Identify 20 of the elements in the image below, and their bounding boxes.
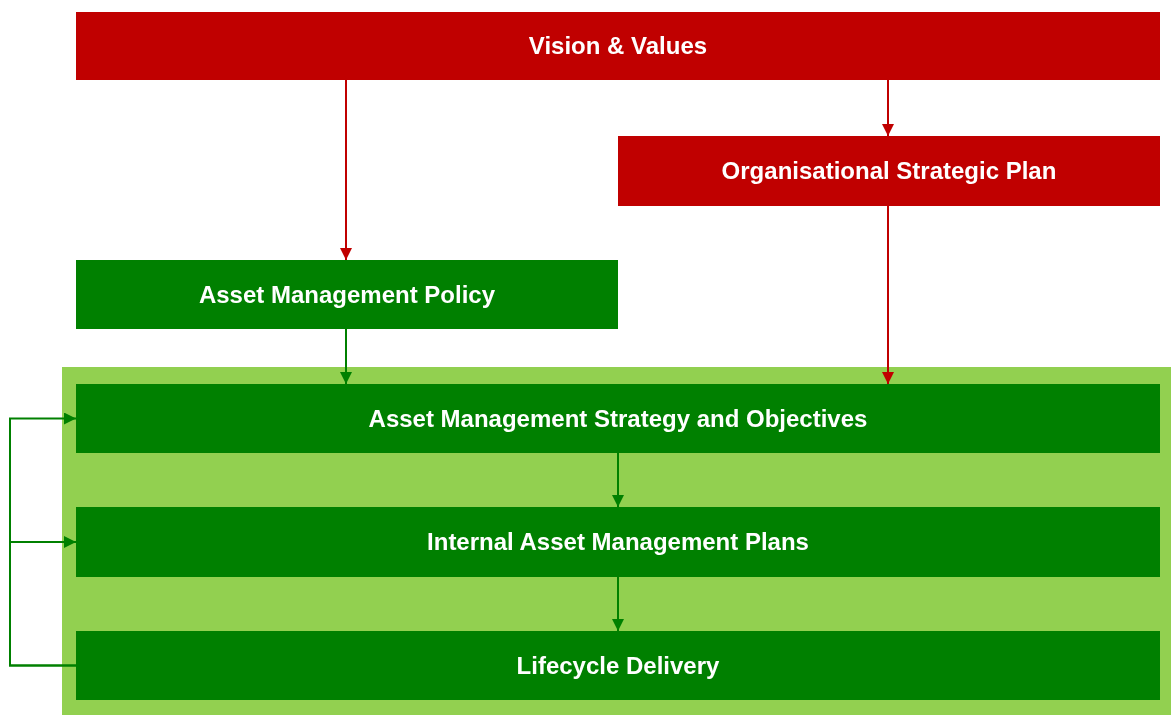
arrow bbox=[340, 79, 352, 261]
process-box bbox=[76, 260, 618, 329]
arrow bbox=[612, 576, 624, 632]
process-box bbox=[618, 136, 1160, 206]
process-box bbox=[76, 384, 1160, 453]
arrow bbox=[882, 79, 894, 137]
box-label: Lifecycle Delivery bbox=[516, 651, 720, 680]
box-label: Organisational Strategic Plan bbox=[721, 157, 1057, 185]
box-label: Internal Asset Management Plans bbox=[427, 528, 809, 556]
arrow bbox=[882, 205, 894, 385]
process-box bbox=[76, 12, 1160, 80]
arrow bbox=[9, 536, 77, 667]
arrow bbox=[340, 328, 352, 385]
group-panel bbox=[62, 367, 1171, 715]
box-label: Vision & Values bbox=[528, 32, 708, 60]
box-label: Asset Management Strategy and Objectives bbox=[368, 404, 868, 433]
process-box bbox=[76, 631, 1160, 700]
process-box bbox=[76, 507, 1160, 577]
arrow bbox=[612, 452, 624, 508]
box-label: Asset Management Policy bbox=[198, 280, 496, 309]
